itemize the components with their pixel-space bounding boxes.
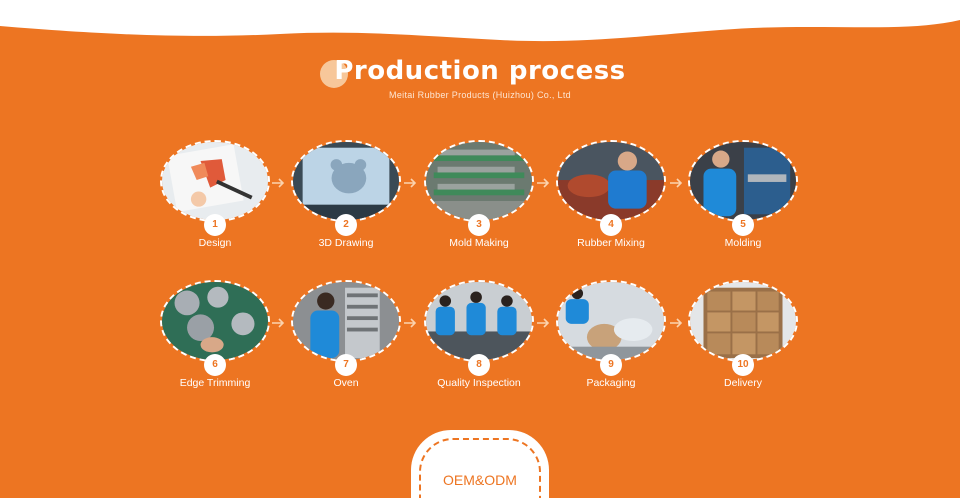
step-3d-drawing[interactable]: 2 3D Drawing: [281, 140, 411, 260]
step-packaging[interactable]: 9 Packaging: [546, 280, 676, 400]
step-label: Design: [198, 237, 232, 249]
design-photo: [160, 140, 270, 222]
delivery-photo: [688, 280, 798, 362]
step-number-badge: 9: [600, 354, 622, 376]
company-subtitle: Meitai Rubber Products (Huizhou) Co., Lt…: [389, 90, 571, 100]
molding-photo: [688, 140, 798, 222]
chevron-right-icon: [404, 318, 418, 328]
step-label: Oven: [333, 377, 359, 389]
chevron-right-icon: [272, 178, 286, 188]
step-mold-making[interactable]: 3 Mold Making: [414, 140, 544, 260]
step-label: 3D Drawing: [318, 237, 374, 249]
step-design[interactable]: 1 Design: [150, 140, 280, 260]
step-edge-trimming[interactable]: 6 Edge Trimming: [150, 280, 280, 400]
top-wave-decoration: [0, 0, 960, 42]
chevron-right-icon: [272, 318, 286, 328]
quality-inspection-photo: [424, 280, 534, 362]
step-number-badge: 10: [732, 354, 754, 376]
step-label: Quality Inspection: [437, 377, 521, 389]
section-header: Production process Meitai Rubber Product…: [0, 56, 960, 100]
step-label: Packaging: [586, 377, 636, 389]
step-rubber-mixing[interactable]: 4 Rubber Mixing: [546, 140, 676, 260]
page-title: Production process: [334, 56, 626, 86]
step-number-badge: 5: [732, 214, 754, 236]
step-number-badge: 4: [600, 214, 622, 236]
title-wrap: Production process: [320, 56, 626, 88]
oem-odm-label[interactable]: OEM&ODM: [443, 472, 517, 488]
step-label: Mold Making: [449, 237, 509, 249]
chevron-right-icon: [537, 318, 551, 328]
packaging-photo: [556, 280, 666, 362]
step-number-badge: 2: [335, 214, 357, 236]
chevron-right-icon: [670, 318, 684, 328]
oem-odm-tab-border: [419, 438, 541, 498]
title-decoration-circle: [320, 60, 349, 88]
step-label: Edge Trimming: [179, 377, 251, 389]
chevron-right-icon: [537, 178, 551, 188]
step-label: Rubber Mixing: [577, 237, 645, 249]
step-label: Delivery: [724, 377, 762, 389]
step-number-badge: 3: [468, 214, 490, 236]
3d-drawing-photo: [291, 140, 401, 222]
step-label: Molding: [724, 237, 762, 249]
step-number-badge: 8: [468, 354, 490, 376]
chevron-right-icon: [670, 178, 684, 188]
oven-photo: [291, 280, 401, 362]
step-oven[interactable]: 7 Oven: [281, 280, 411, 400]
step-delivery[interactable]: 10 Delivery: [678, 280, 808, 400]
step-number-badge: 6: [204, 354, 226, 376]
edge-trimming-photo: [160, 280, 270, 362]
step-quality-inspection[interactable]: 8 Quality Inspection: [414, 280, 544, 400]
chevron-right-icon: [404, 178, 418, 188]
step-number-badge: 7: [335, 354, 357, 376]
step-number-badge: 1: [204, 214, 226, 236]
rubber-mixing-photo: [556, 140, 666, 222]
step-molding[interactable]: 5 Molding: [678, 140, 808, 260]
mold-making-photo: [424, 140, 534, 222]
